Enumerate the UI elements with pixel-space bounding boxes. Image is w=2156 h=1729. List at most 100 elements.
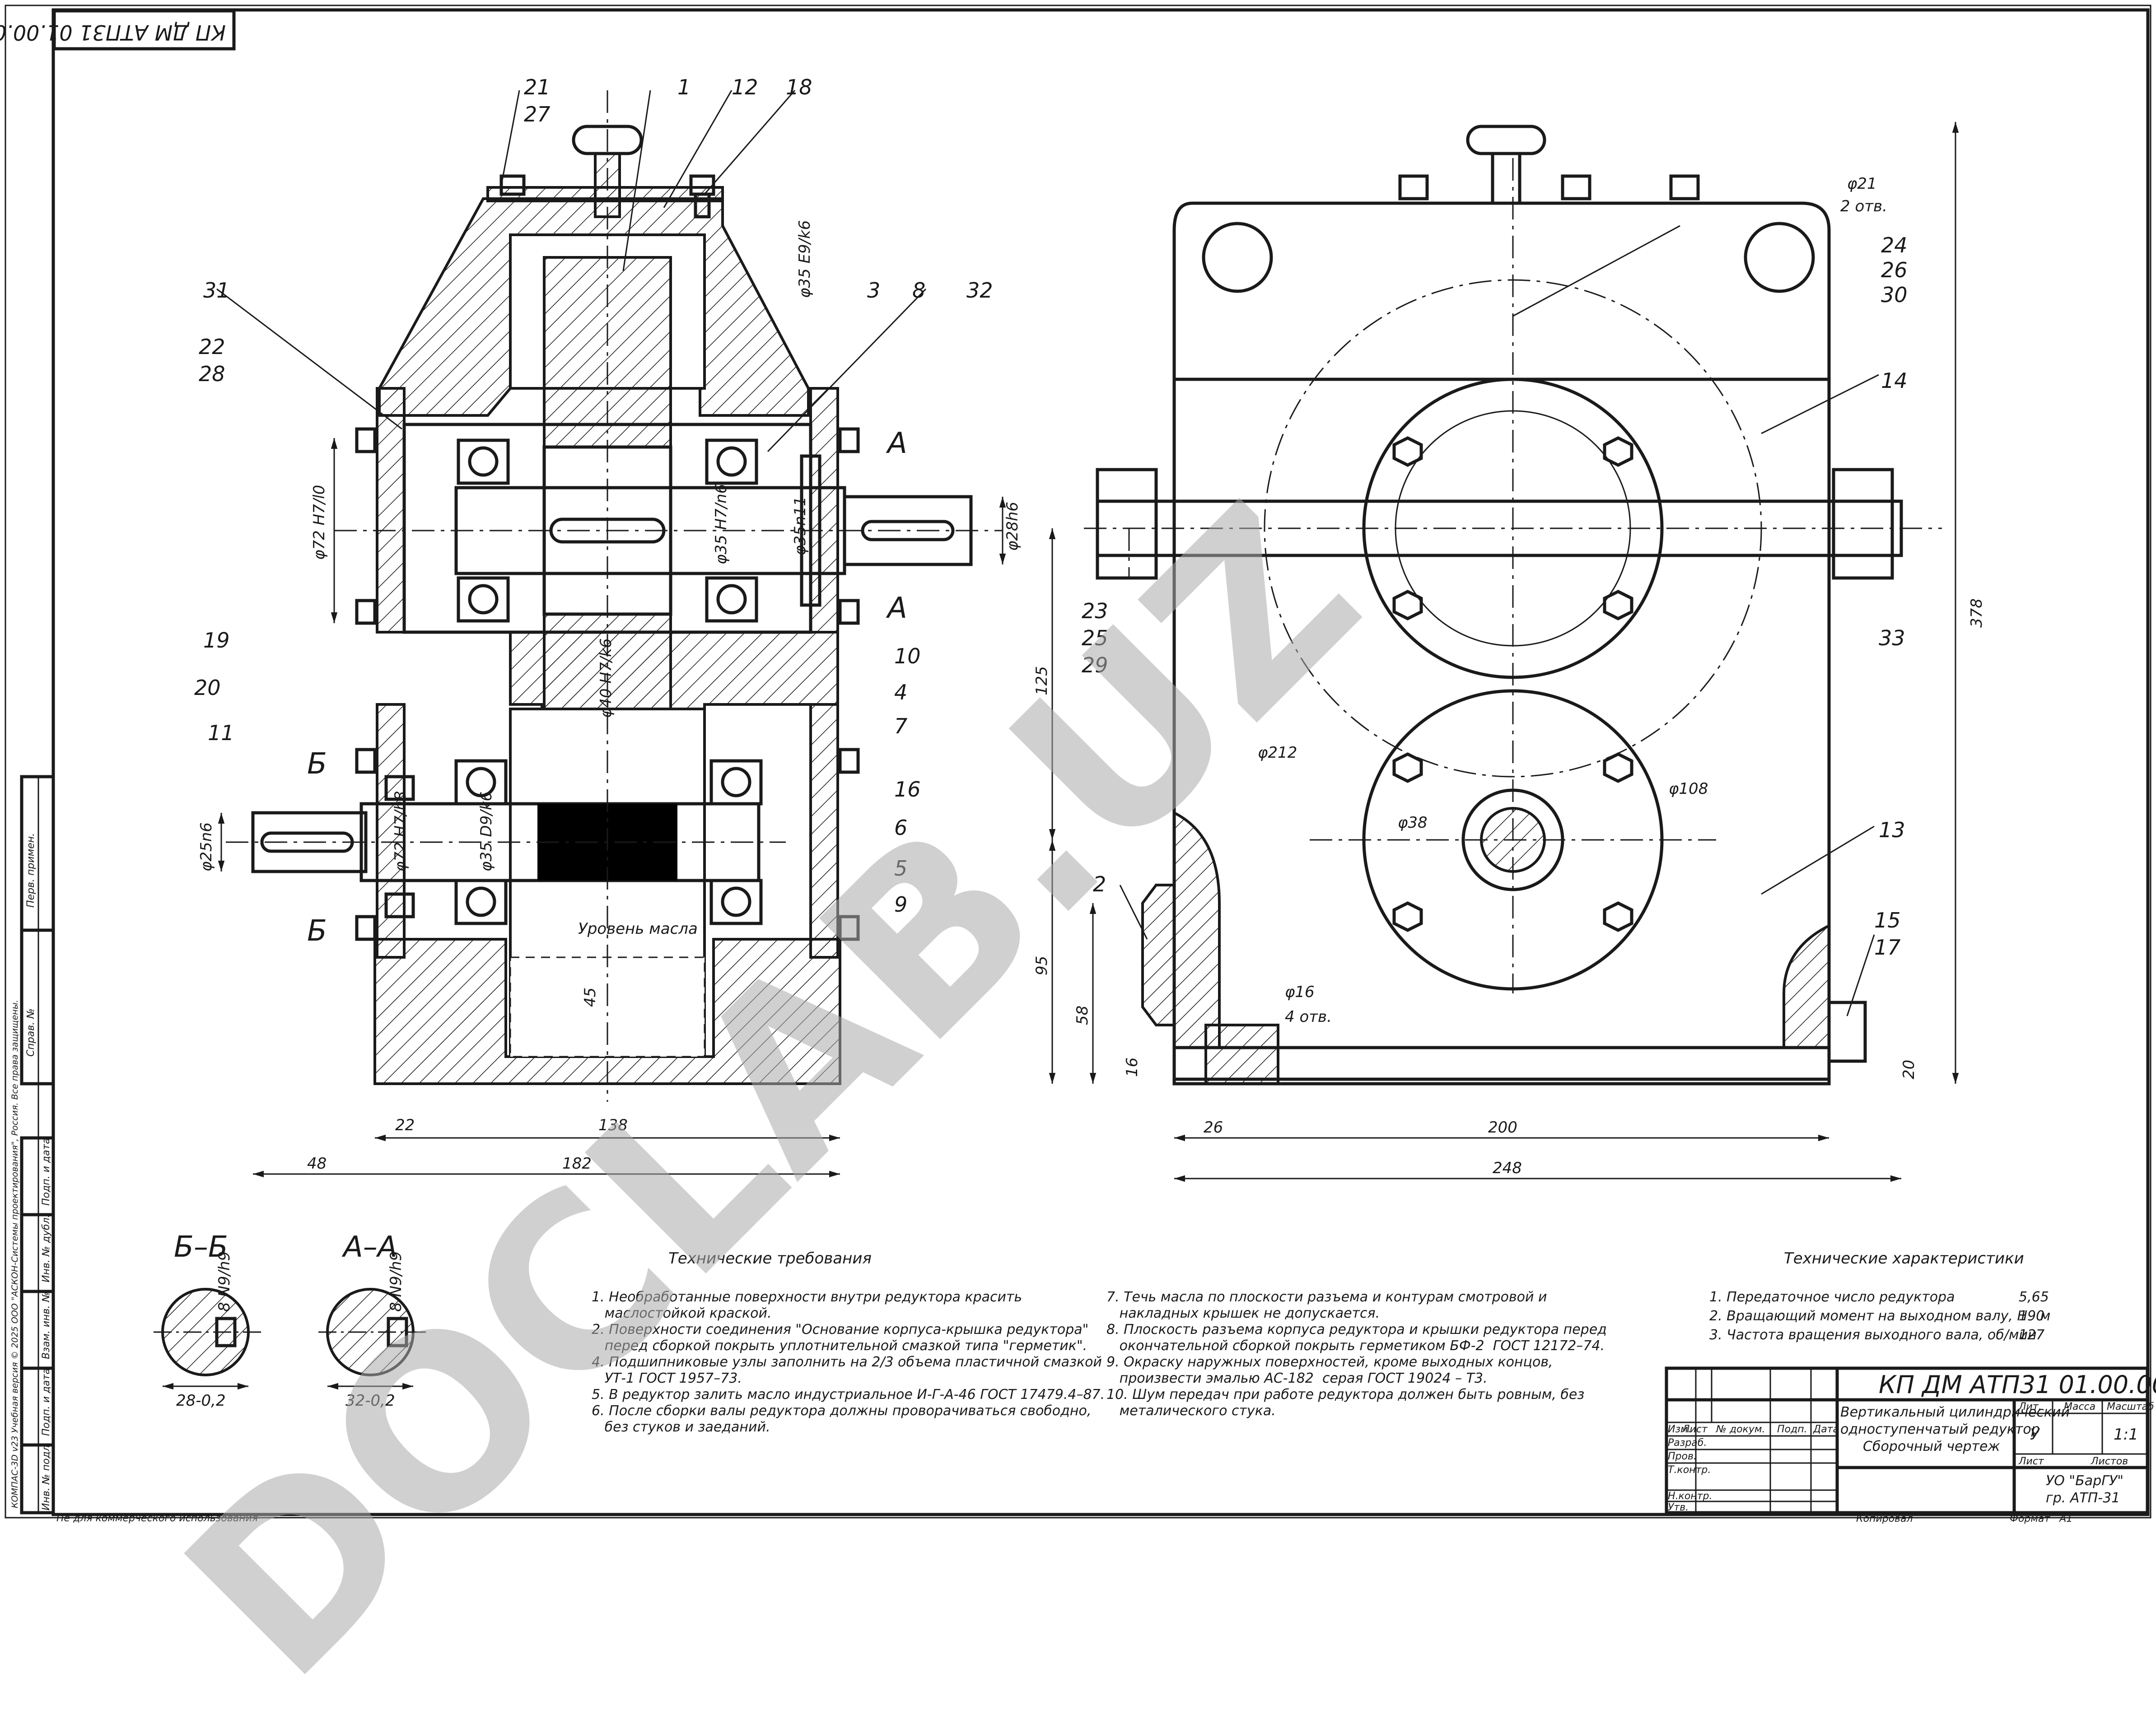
bearing-ball <box>468 584 499 615</box>
title-block-col-izm: Изм. <box>1668 1424 1691 1435</box>
section-bb <box>154 1288 262 1390</box>
bearing-upper-left-top <box>457 438 510 485</box>
rotated-stamp-text: КП ДМ АТП31 01.00.00 СБ <box>0 20 226 45</box>
title-block-name-1: Вертикальный цилиндрический <box>1840 1404 2070 1420</box>
lifting-hole-right <box>1744 222 1815 293</box>
assembly-drawing: КП ДМ АТП31 01.00.00 СБ <box>0 5 2151 1519</box>
tech-req-line: 7. Течь масла по плоскости разъема и кон… <box>1106 1289 1547 1305</box>
side-perv: Перв. примен. <box>25 833 37 908</box>
title-block-tkontr: Т.контр. <box>1668 1464 1711 1476</box>
tech-req-line: 9. Окраску наружных поверхностей, кроме … <box>1106 1354 1553 1370</box>
fit-40-h7k6: φ40 H7/k6 <box>597 638 615 718</box>
bearing-lower-right-top <box>709 759 763 806</box>
part-label-15: 15 <box>1874 908 1901 932</box>
input-shaft-end <box>251 811 368 873</box>
part-label-22: 22 <box>199 335 225 359</box>
tech-req-line: 2. Поверхности соединения "Основание кор… <box>592 1322 1089 1338</box>
part-label-5: 5 <box>894 856 908 881</box>
dim-138: 138 <box>598 1116 628 1134</box>
lifting-hole-left <box>1202 222 1273 293</box>
part-label-2: 2 <box>1093 872 1106 896</box>
title-block-name-3: Сборочный чертеж <box>1863 1439 2000 1454</box>
title-block-sheet-label: Лист <box>2019 1456 2044 1467</box>
oil-bath <box>509 956 705 1058</box>
flange-bolt <box>355 748 377 774</box>
bearing-ball <box>716 584 747 615</box>
dim-22: 22 <box>395 1116 415 1134</box>
fit-16-count: 4 отв. <box>1285 1008 1332 1026</box>
dimension-lines <box>218 122 1959 1182</box>
tech-req-line: 10. Шум передач при работе редуктора дол… <box>1106 1387 1585 1403</box>
dim-200: 200 <box>1488 1118 1517 1137</box>
side-podp2: Подп. и дата <box>41 1368 52 1436</box>
section-aa-title: А–А <box>343 1230 397 1264</box>
cover-bolt <box>1398 174 1429 200</box>
key-output <box>861 520 955 541</box>
fit-21-count: 2 отв. <box>1840 197 1887 215</box>
side-stamp <box>20 775 55 1515</box>
part-label-7: 7 <box>894 714 908 738</box>
flange-bolt <box>838 748 860 774</box>
bearing-upper-right-bot <box>705 576 758 623</box>
part-label-29: 29 <box>1082 653 1108 677</box>
section-mark-b-bottom: Б <box>307 914 327 948</box>
housing-base <box>1172 1046 1831 1086</box>
section-bb-width: 28-0,2 <box>176 1392 226 1410</box>
bearing-lower-right-bot <box>709 879 763 925</box>
part-label-13: 13 <box>1879 818 1905 842</box>
fit-35-e9k6: φ35 E9/k6 <box>796 220 814 298</box>
fit-21: φ21 <box>1847 175 1877 193</box>
rotated-stamp: КП ДМ АТП31 01.00.00 СБ <box>0 9 236 51</box>
side-bolt-left <box>1096 468 1158 580</box>
tech-char-value-1: 5,65 <box>2019 1289 2049 1305</box>
part-label-33: 33 <box>1879 626 1905 650</box>
title-block-col-doc: № докум. <box>1716 1424 1765 1435</box>
noncommercial-label: Не для коммерческого использования <box>56 1513 258 1524</box>
section-bb-title: Б–Б <box>174 1230 228 1264</box>
flange-bolt <box>838 915 860 941</box>
tech-char-value-3: 127 <box>2019 1327 2045 1343</box>
part-label-12: 12 <box>732 75 758 99</box>
right-front-view <box>1084 125 1942 1086</box>
bearing-ball <box>466 886 496 917</box>
part-label-16: 16 <box>894 777 921 802</box>
part-label-4: 4 <box>894 680 908 704</box>
bearing-upper-right-top <box>705 438 758 485</box>
title-block-scale-value: 1:1 <box>2114 1426 2138 1444</box>
part-label-9: 9 <box>894 892 908 917</box>
flange-bolt <box>838 427 860 453</box>
title-block-org-2: гр. АТП-31 <box>2046 1490 2120 1506</box>
part-label-20: 20 <box>194 676 221 700</box>
title-block-sheets-label: Листов <box>2091 1456 2128 1467</box>
fit-212: φ212 <box>1258 744 1297 762</box>
fit-35-n11: φ35n11 <box>791 496 809 555</box>
title-block-scale-label: Масштаб <box>2107 1401 2154 1412</box>
part-label-25: 25 <box>1082 626 1108 650</box>
section-mark-b-top: Б <box>307 747 327 781</box>
part-label-1: 1 <box>677 75 691 99</box>
dim-248: 248 <box>1493 1159 1522 1177</box>
part-label-31: 31 <box>203 278 230 303</box>
base-foot <box>373 938 841 1085</box>
format-label: Формат А1 <box>2010 1513 2073 1524</box>
left-section-view <box>226 90 1003 1102</box>
tech-requirements-title: Технические требования <box>668 1249 872 1268</box>
part-label-11: 11 <box>208 721 234 745</box>
tech-char-title: Технические характеристики <box>1784 1249 2024 1268</box>
part-label-23: 23 <box>1082 599 1108 623</box>
title-block-col-list: Лист <box>1682 1424 1708 1435</box>
drain-plug <box>1827 1001 1867 1063</box>
part-label-17: 17 <box>1874 935 1901 960</box>
title-block-mass-label: Масса <box>2064 1401 2096 1412</box>
cover-outline <box>1172 201 1831 381</box>
title-block-utv: Утв. <box>1668 1502 1689 1513</box>
dim-48: 48 <box>307 1155 327 1173</box>
seal-lower-left2 <box>384 892 415 918</box>
side-podp1: Подп. и дата <box>41 1138 52 1206</box>
tech-req-line: маслостойкой краской. <box>592 1305 772 1321</box>
copied-label: Копировал <box>1856 1513 1913 1524</box>
bearing-ball <box>721 886 751 917</box>
fit-72-h7h8: φ72 H7/h8 <box>392 791 410 871</box>
part-label-30: 30 <box>1881 283 1908 307</box>
tech-req-line: накладных крышек не допускается. <box>1106 1305 1380 1321</box>
